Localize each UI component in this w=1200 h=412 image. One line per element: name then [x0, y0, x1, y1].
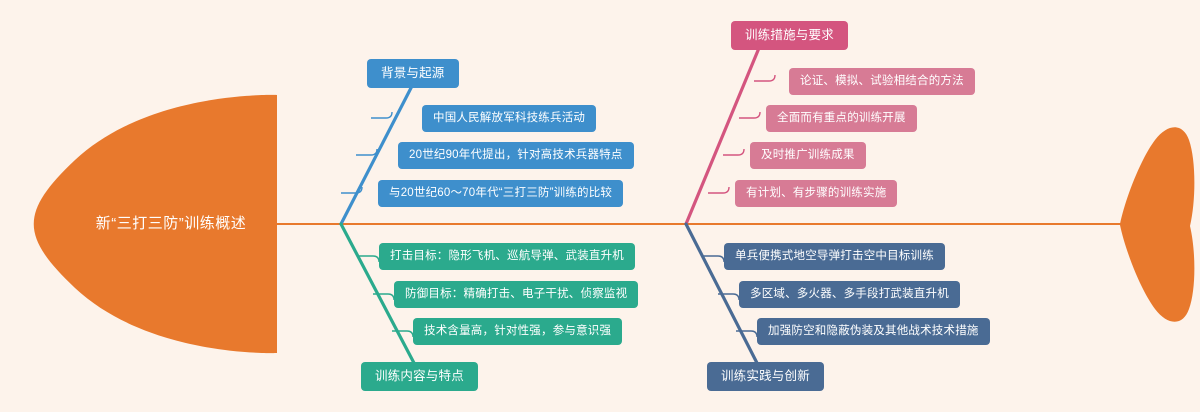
connector-tp-3	[736, 330, 758, 338]
branch-item-background-origin-1[interactable]: 中国人民解放军科技练兵活动	[422, 105, 597, 132]
connector-tm-1	[754, 74, 776, 82]
connector-bg-3	[341, 186, 363, 194]
connector-bg-1	[371, 111, 393, 119]
page-title: 新“三打三防”训练概述	[95, 215, 247, 232]
fish-head-shape	[33, 94, 277, 354]
connector-tp-2	[718, 293, 740, 301]
branch-header-training-practice[interactable]: 训练实践与创新	[707, 362, 824, 391]
branch-item-training-content-1[interactable]: 打击目标：隐形飞机、巡航导弹、武装直升机	[379, 243, 635, 270]
connector-tp-1	[703, 255, 725, 263]
connector-tc-2	[373, 293, 395, 301]
branch-header-background-origin[interactable]: 背景与起源	[367, 59, 459, 88]
branch-item-training-measures-2[interactable]: 全面而有重点的训练开展	[766, 105, 917, 132]
branch-item-training-practice-2[interactable]: 多区域、多火器、多手段打武装直升机	[739, 281, 960, 308]
rib-background-origin	[339, 84, 414, 226]
branch-item-training-measures-4[interactable]: 有计划、有步骤的训练实施	[735, 180, 898, 207]
branch-item-training-measures-1[interactable]: 论证、模拟、试验相结合的方法	[789, 68, 975, 95]
rib-training-measures	[684, 46, 761, 226]
connector-tc-3	[392, 330, 414, 338]
branch-item-background-origin-3[interactable]: 与20世纪60～70年代“三打三防”训练的比较	[378, 180, 624, 207]
branch-item-training-practice-3[interactable]: 加强防空和隐蔽伪装及其他战术技术措施	[757, 318, 990, 345]
fish-tail-shape	[1120, 127, 1195, 322]
branch-item-training-measures-3[interactable]: 及时推广训练成果	[750, 142, 866, 169]
connector-tm-3	[723, 148, 745, 156]
connector-tm-2	[739, 111, 761, 119]
branch-item-training-content-2[interactable]: 防御目标：精确打击、电子干扰、侦察监视	[394, 281, 639, 308]
connector-bg-2	[356, 148, 378, 156]
connector-tc-1	[358, 255, 380, 263]
branch-header-training-content[interactable]: 训练内容与特点	[361, 362, 478, 391]
branch-item-training-content-3[interactable]: 技术含量高，针对性强，参与意识强	[413, 318, 623, 345]
branch-item-background-origin-2[interactable]: 20世纪90年代提出，针对高技术兵器特点	[398, 142, 634, 169]
branch-header-training-measures[interactable]: 训练措施与要求	[731, 21, 848, 50]
branch-item-training-practice-1[interactable]: 单兵便携式地空导弹打击空中目标训练	[724, 243, 945, 270]
connector-tm-4	[708, 186, 730, 194]
